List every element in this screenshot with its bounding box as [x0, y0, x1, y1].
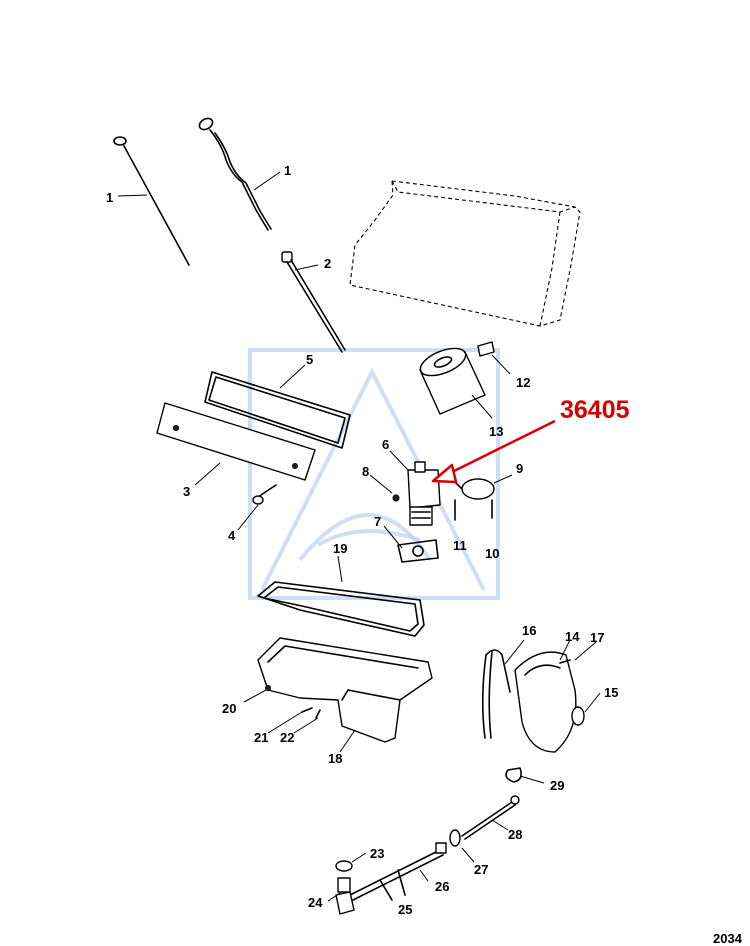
- figure-id: 2034: [713, 931, 743, 946]
- highlight-arrow: [431, 419, 556, 484]
- callout-22: 22: [280, 730, 294, 745]
- dipstick-left: [113, 136, 190, 266]
- callout-15: 15: [604, 685, 618, 700]
- callout-11: 11: [453, 538, 467, 553]
- callout-23: 23: [370, 846, 384, 861]
- callout-26: 26: [435, 879, 449, 894]
- brand-logo-watermark: [248, 348, 500, 600]
- callout-5: 5: [306, 352, 313, 367]
- callout-12: 12: [516, 375, 530, 390]
- callout-4: 4: [228, 528, 236, 543]
- callout-18: 18: [328, 751, 342, 766]
- callout-8: 8: [362, 464, 369, 479]
- oil-pickup: [444, 477, 495, 521]
- dipstick-tube: [281, 251, 346, 353]
- oil-filter: [419, 347, 486, 415]
- rod-assembly: [335, 842, 447, 915]
- callout-28: 28: [508, 827, 522, 842]
- timing-cover: [481, 649, 585, 753]
- pump-gasket: [397, 539, 439, 563]
- callout-16: 16: [522, 623, 536, 638]
- callout-19: 19: [333, 541, 347, 556]
- callout-14: 14: [565, 629, 580, 644]
- oil-pump: [392, 461, 441, 526]
- callout-7: 7: [374, 514, 381, 529]
- callout-29: 29: [550, 778, 564, 793]
- callout-27: 27: [474, 862, 488, 877]
- drain-plug: [301, 707, 321, 719]
- callout-1-right: 1: [284, 163, 291, 178]
- cable-assembly: [449, 795, 520, 847]
- dipstick-right: [198, 117, 272, 231]
- callout-3: 3: [183, 484, 190, 499]
- callout-2: 2: [324, 256, 331, 271]
- engine-block-outline: [349, 180, 581, 327]
- oil-pan-gasket: [257, 581, 425, 637]
- highlighted-part-number: 36405: [560, 396, 630, 424]
- valve-cover: [156, 402, 316, 481]
- callout-labels: 1 1 2 3 4 5 6 7 8 9 10 11 12 13 14 15 16…: [106, 163, 618, 917]
- callout-20: 20: [222, 701, 236, 716]
- oil-pan: [257, 637, 433, 743]
- callout-9: 9: [516, 461, 523, 476]
- callout-25: 25: [398, 902, 412, 917]
- leader-lines: [117, 171, 601, 902]
- callout-13: 13: [489, 424, 503, 439]
- callout-17: 17: [590, 630, 604, 645]
- filter-adapter-12: [477, 341, 495, 357]
- callout-24: 24: [308, 895, 323, 910]
- callout-6: 6: [382, 437, 389, 452]
- clip-29: [505, 767, 522, 783]
- valve-cover-gasket: [204, 371, 351, 449]
- bolt-4: [252, 484, 277, 505]
- callout-21: 21: [254, 730, 268, 745]
- callout-1-left: 1: [106, 190, 113, 205]
- callout-10: 10: [485, 546, 499, 561]
